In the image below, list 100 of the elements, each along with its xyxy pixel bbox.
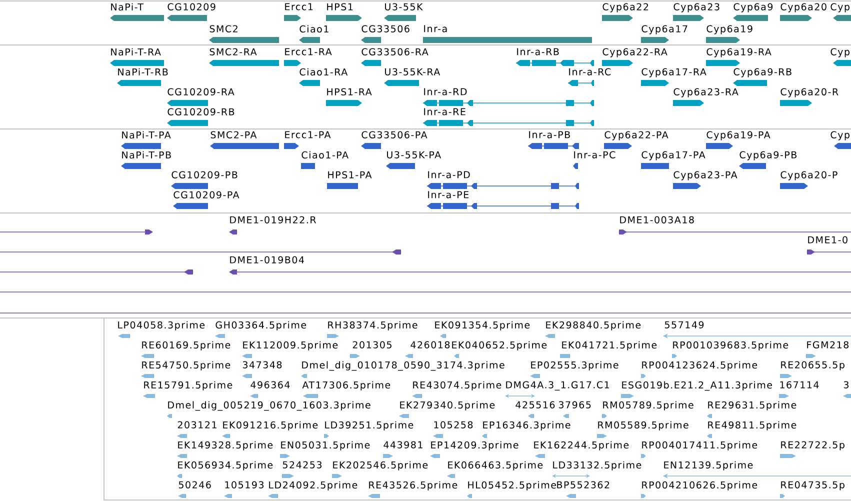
- feature-label: ESG019b.E21.2_A11.3prime: [622, 381, 772, 391]
- feature-label: EK091354.5prime: [435, 321, 530, 330]
- feature-label: EK162244.5prime: [534, 441, 629, 450]
- feature-label: EK202546.5prime: [333, 461, 428, 470]
- feature-label: Cyp6a17: [642, 25, 688, 34]
- feature-label: Inr-a-PD: [428, 171, 470, 178]
- feature-label: Inr-a-PE: [428, 191, 468, 198]
- feature-label: EP16346.3prime: [483, 421, 570, 430]
- feature-label: HPS1-PA: [328, 171, 372, 178]
- feature-label: 524253: [282, 461, 322, 468]
- feature-label: CG10209-PB: [172, 171, 238, 178]
- feature-label: 50246: [178, 481, 211, 488]
- feature-label: GH03364.5prime: [216, 321, 306, 330]
- feature-label: RE43074.5prime: [413, 381, 502, 390]
- feature-label: EK041721.5prime: [562, 341, 657, 350]
- feature-label: Ciao1-RA: [300, 68, 348, 76]
- feature-label: NaPi-T-RB: [118, 68, 168, 76]
- feature-label: 347348: [242, 361, 282, 368]
- feature-label: Cyp6a22: [602, 3, 648, 12]
- feature-label: Cyp6a9-PB: [740, 151, 796, 160]
- feature-label: 105258: [434, 421, 473, 428]
- feature-label: EK091216.5prime: [223, 421, 318, 430]
- feature-label: DMG4A.3_1.G17.C1: [506, 381, 609, 390]
- feature-label: EP02555.3prime: [531, 361, 618, 370]
- feature-label: Cyp6a22-RA: [602, 48, 668, 58]
- feature-label: Inr-a-RC: [569, 68, 611, 76]
- feature-label: DME1-019H22.R: [230, 216, 316, 224]
- feature-label: EK149328.5prime: [178, 441, 273, 450]
- feature-label: EK040652.5prime: [452, 341, 547, 350]
- feature-label: 443981: [384, 441, 422, 448]
- feature-label: 167114: [780, 381, 819, 388]
- feature-label: Cyp6a20-R: [780, 88, 838, 98]
- feature-label: Cyp: [830, 48, 850, 58]
- feature-label: Cyp6a17-PA: [642, 151, 706, 160]
- feature-label: RP004123624.5prime: [642, 361, 758, 370]
- feature-label: SMC2-PA: [210, 131, 257, 138]
- feature-label: 37965: [558, 401, 591, 408]
- feature-label: RM05589.5prime: [598, 421, 688, 430]
- feature-label: U3-55K: [385, 3, 423, 10]
- feature-label: Inr-a-RD: [424, 88, 467, 96]
- feature-label: CG10209: [168, 3, 216, 10]
- feature-label: Cyp: [830, 3, 850, 12]
- feature-label: RE43526.5prime: [369, 481, 458, 490]
- feature-label: NaPi-T-PB: [122, 151, 171, 159]
- feature-label: Cyp6a9-RB: [734, 68, 792, 78]
- feature-label: Dmel_dig_010178_0590_3174.3prime: [302, 361, 504, 371]
- feature-label: 557149: [664, 321, 704, 328]
- feature-label: Cyp6a19-PA: [706, 131, 770, 140]
- feature-label: EN12139.5prime: [664, 461, 753, 470]
- feature-label: HPS1-RA: [327, 88, 372, 96]
- feature-label: CG10209-RA: [168, 88, 234, 96]
- feature-label: RE60169.5prime: [142, 341, 230, 350]
- feature-label: 496364: [250, 381, 290, 388]
- feature-label: RE29631.5prime: [708, 401, 796, 410]
- feature-label: RE15791.5prime: [144, 381, 232, 390]
- feature-label: DME1-003A18: [620, 216, 694, 224]
- feature-label: RM05789.5prime: [603, 401, 694, 410]
- feature-label: AT17306.5prime: [302, 381, 390, 390]
- feature-label: Cyp6a19: [706, 25, 752, 34]
- feature-label: Cyp6a19-RA: [706, 48, 772, 58]
- feature-label: Cyp6a23-PA: [674, 171, 738, 180]
- feature-label: RE54750.5prime: [142, 361, 230, 370]
- feature-label: Ercc1: [285, 3, 313, 10]
- feature-label: EK056934.5prime: [178, 461, 273, 470]
- feature-label: EK298840.5prime: [546, 321, 641, 330]
- feature-label: Inr-a-RB: [517, 48, 559, 56]
- feature-label: DME1-019B04: [230, 256, 304, 264]
- feature-label: Ciao1-PA: [302, 151, 348, 159]
- feature-label: EK066463.5prime: [448, 461, 543, 470]
- feature-label: BP552362: [557, 481, 610, 488]
- feature-label: Cyp6a22-PA: [604, 131, 668, 140]
- feature-label: U3-55K-RA: [385, 68, 440, 76]
- feature-label: RE22722.5p: [781, 441, 844, 450]
- feature-label: CG10209-PA: [174, 191, 240, 198]
- feature-label: CG10209-RB: [168, 108, 234, 116]
- feature-label: Cyp6a20: [780, 3, 826, 12]
- feature-label: 201305: [352, 341, 392, 348]
- feature-label: Cyp: [830, 131, 850, 140]
- feature-label: SMC2: [210, 25, 238, 32]
- feature-label: RE04735.5p: [781, 481, 844, 490]
- feature-label: RP004210626.5prime: [642, 481, 758, 490]
- feature-label: EP14209.3prime: [431, 441, 518, 450]
- feature-label: SMC2-RA: [210, 48, 257, 56]
- feature-label: Cyp6a17-RA: [642, 68, 706, 78]
- feature-label: NaPi-T-RA: [111, 48, 161, 56]
- feature-label: Ciao1: [300, 25, 328, 33]
- feature-label: Inr-a: [424, 25, 447, 32]
- feature-label: Ercc1-PA: [285, 131, 331, 138]
- feature-label: 203121: [178, 421, 216, 428]
- feature-label: Ercc1-RA: [285, 48, 332, 56]
- feature-label: RE20655.5p: [781, 361, 844, 370]
- feature-label: FGM218: [807, 341, 848, 348]
- feature-label: Cyp6a20-P: [780, 171, 838, 180]
- feature-label: HL05452.5prime: [468, 481, 556, 490]
- feature-label: RP001039683.5prime: [673, 341, 788, 350]
- feature-label: LD33132.5prime: [553, 461, 642, 470]
- feature-label: HPS1: [327, 3, 353, 10]
- feature-label: Cyp6a23: [674, 3, 720, 12]
- feature-label: Cyp6a23-RA: [674, 88, 738, 98]
- feature-label: EK112009.5prime: [243, 341, 338, 350]
